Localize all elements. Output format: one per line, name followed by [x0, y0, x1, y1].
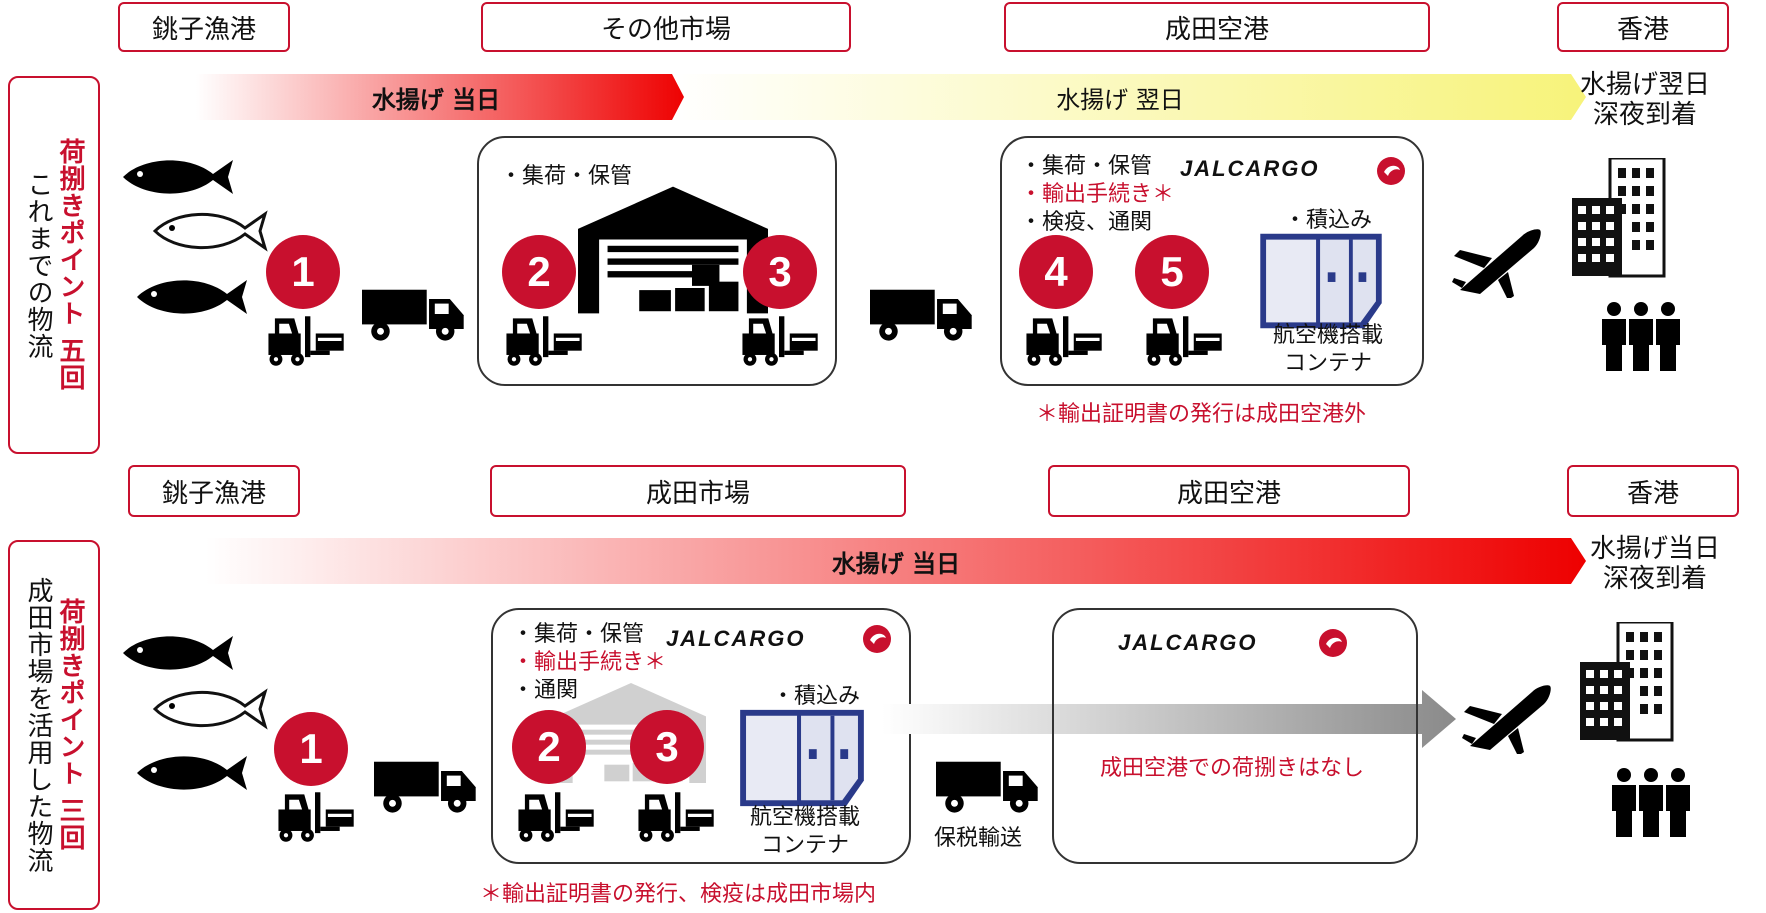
- side-label-before: 荷捌きポイント 五回 これまでの物流: [8, 76, 100, 454]
- jal-cargo-logo: JALCARGO: [666, 626, 806, 651]
- arrival-line-1: 水揚げ翌日: [1579, 70, 1710, 100]
- timeline-banner-bottom: [206, 538, 1586, 584]
- market-task: ・集荷・保管: [500, 164, 633, 189]
- location-hong-kong: 香港: [1567, 465, 1739, 517]
- airplane-icon: [1462, 684, 1552, 754]
- jal-cargo-logo: JALCARGO: [1118, 630, 1258, 655]
- forklift-icon: [736, 314, 822, 368]
- people-icon: [1596, 298, 1686, 374]
- step-3: 3: [630, 710, 704, 784]
- arrival-bottom: 水揚げ当日 深夜到着: [1570, 534, 1740, 594]
- side-subtitle: 成田市場を活用した物流: [23, 576, 53, 874]
- airport-task-1: ・集荷・保管: [1020, 154, 1153, 179]
- note-top: ＊輸出証明書の発行は成田空港外: [1036, 402, 1367, 427]
- narita-market-box: [491, 608, 911, 864]
- arrival-line-1: 水揚げ当日: [1589, 534, 1720, 564]
- market-box: [477, 136, 837, 386]
- truck-icon: [936, 756, 1040, 816]
- market-task-2: ・輸出手続き＊: [512, 650, 667, 675]
- location-narita-airport: 成田空港: [1004, 2, 1430, 52]
- step-1: 1: [266, 235, 340, 309]
- step-1: 1: [274, 712, 348, 786]
- fish-icon: [132, 272, 252, 322]
- arrival-line-2: 深夜到着: [1602, 564, 1707, 594]
- building-icon: [1570, 158, 1680, 278]
- truck-icon: [362, 284, 466, 344]
- loading-label: ・積込み: [1284, 208, 1373, 233]
- narita-airport-box: [1052, 608, 1418, 864]
- side-highlight: 荷捌きポイント 五回: [55, 138, 85, 392]
- jal-crane-icon: [862, 624, 892, 654]
- airplane-icon: [1452, 228, 1542, 298]
- no-handling-message: 成田空港での荷捌きはなし: [1100, 756, 1365, 781]
- fish-icon: [118, 628, 238, 678]
- bonded-transport-label: 保税輸送: [934, 826, 1023, 851]
- note-bottom: ＊輸出証明書の発行、検疫は成田市場内: [480, 882, 877, 907]
- container-line-2: コンテナ: [760, 833, 849, 858]
- airport-task-2: ・輸出手続き＊: [1020, 182, 1175, 207]
- location-narita-market: 成田市場: [490, 465, 906, 517]
- container-line-1: 航空機搭載: [1272, 323, 1383, 348]
- forklift-icon: [1140, 314, 1226, 368]
- building-icon: [1578, 622, 1688, 742]
- step-3: 3: [743, 235, 817, 309]
- container-line-1: 航空機搭載: [749, 805, 860, 830]
- step-4: 4: [1019, 235, 1093, 309]
- fish-icon: [150, 684, 270, 734]
- truck-icon: [374, 756, 478, 816]
- banner-next-day: 水揚げ 翌日: [1056, 85, 1184, 114]
- warehouse-icon: [578, 186, 768, 314]
- fish-icon: [150, 206, 270, 256]
- jal-crane-icon: [1318, 628, 1348, 658]
- banner-same-day: 水揚げ 当日: [371, 85, 501, 114]
- forklift-icon: [262, 314, 348, 368]
- side-highlight: 荷捌きポイント 三回: [55, 598, 85, 852]
- container-label: 航空機搭載 コンテナ: [730, 804, 880, 860]
- airport-box: [1000, 136, 1424, 386]
- location-other-market: その他市場: [481, 2, 851, 52]
- arrival-top: 水揚げ翌日 深夜到着: [1560, 70, 1730, 130]
- forklift-icon: [272, 790, 358, 844]
- people-icon: [1606, 764, 1696, 840]
- container-icon: [738, 704, 866, 812]
- market-task-3: ・通関: [512, 678, 579, 703]
- market-task-1: ・集荷・保管: [512, 622, 645, 647]
- forklift-icon: [632, 790, 718, 844]
- jal-crane-icon: [1376, 156, 1406, 186]
- loading-label: ・積込み: [772, 684, 861, 709]
- step-2: 2: [502, 235, 576, 309]
- location-choshi-port: 銚子漁港: [118, 2, 290, 52]
- bonded-transport-arrow: [882, 690, 1456, 748]
- fish-icon: [132, 748, 252, 798]
- side-subtitle: これまでの物流: [23, 170, 53, 360]
- fish-icon: [118, 152, 238, 202]
- truck-icon: [870, 284, 974, 344]
- forklift-icon: [500, 314, 586, 368]
- side-label-after: 荷捌きポイント 三回 成田市場を活用した物流: [8, 540, 100, 910]
- location-choshi-port: 銚子漁港: [128, 465, 300, 517]
- step-2: 2: [512, 710, 586, 784]
- step-5: 5: [1135, 235, 1209, 309]
- airport-task-3: ・検疫、通関: [1020, 210, 1153, 235]
- container-line-2: コンテナ: [1283, 351, 1372, 376]
- container-icon: [1258, 228, 1384, 334]
- location-narita-airport: 成田空港: [1048, 465, 1410, 517]
- arrival-line-2: 深夜到着: [1592, 100, 1697, 130]
- location-hong-kong: 香港: [1557, 2, 1729, 52]
- timeline-banner-top: [196, 74, 1586, 120]
- jal-cargo-logo: JALCARGO: [1180, 156, 1320, 181]
- banner-same-day: 水揚げ 当日: [831, 549, 961, 578]
- forklift-icon: [1020, 314, 1106, 368]
- forklift-icon: [512, 790, 598, 844]
- container-label: 航空機搭載 コンテナ: [1258, 322, 1398, 378]
